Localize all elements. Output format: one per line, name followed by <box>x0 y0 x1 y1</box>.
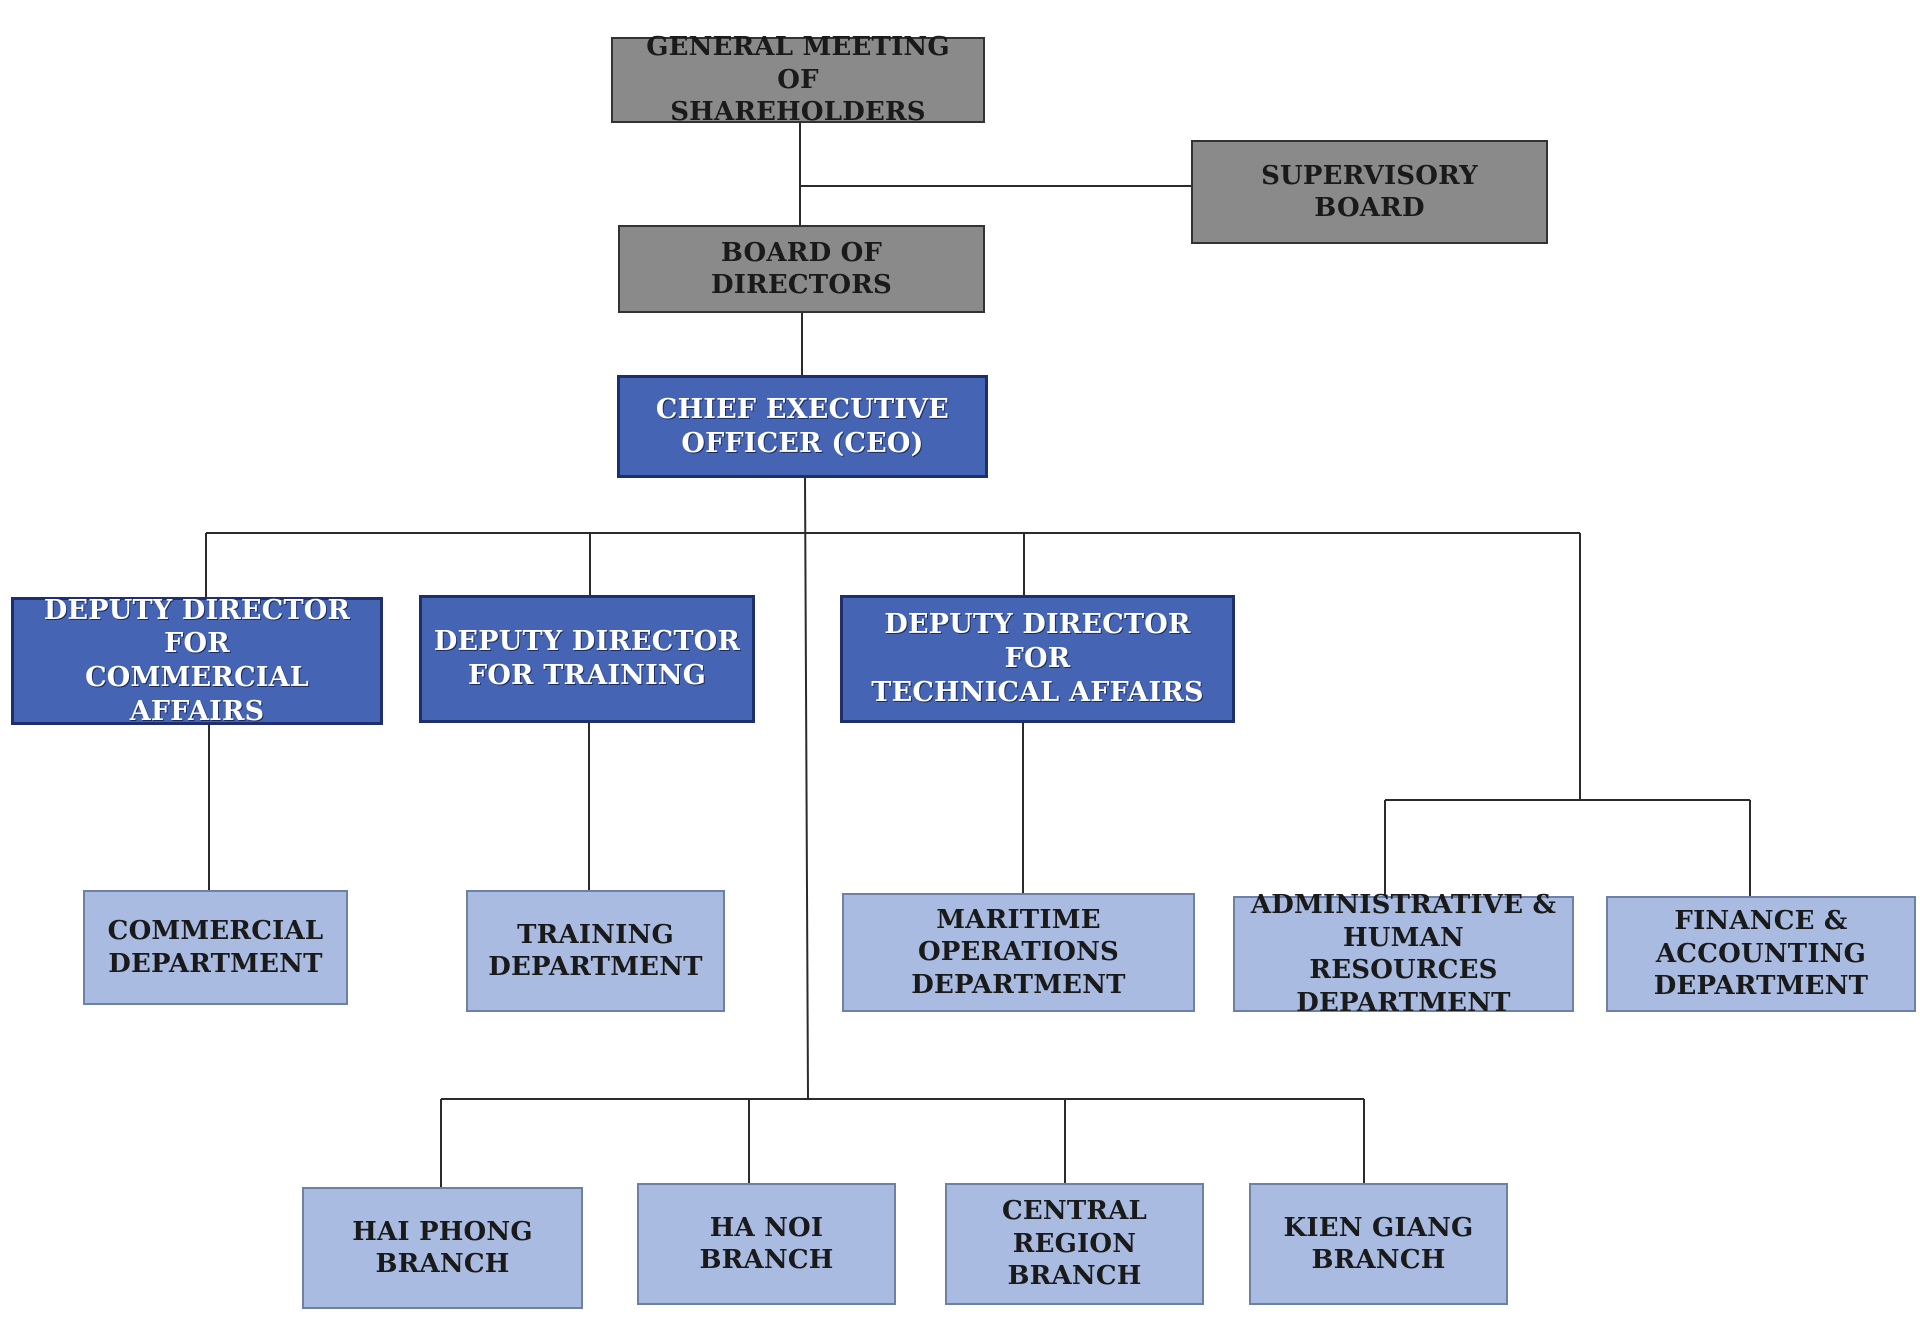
kien-giang-line-2: BRANCH <box>1311 1245 1446 1275</box>
ceo-line-2: OFFICER (CEO) <box>681 427 924 459</box>
commercial-department-line-2: DEPARTMENT <box>108 948 323 979</box>
central-region-branch-box: CENTRAL REGION BRANCH <box>945 1183 1204 1305</box>
finance-accounting-department-box: FINANCE & ACCOUNTING DEPARTMENT <box>1606 896 1916 1012</box>
board-of-directors-box: BOARD OF DIRECTORS <box>618 225 985 313</box>
ceo-line-1: CHIEF EXECUTIVE <box>655 393 950 425</box>
maritime-department-line-2: OPERATIONS <box>917 937 1120 968</box>
supervisory-board-box: SUPERVISORY BOARD <box>1191 140 1548 244</box>
deputy-commercial-line-1: DEPUTY DIRECTOR FOR <box>43 594 351 660</box>
training-department-box: TRAINING DEPARTMENT <box>466 890 725 1012</box>
deputy-technical-line-2: TECHNICAL AFFAIRS <box>871 676 1204 708</box>
general-meeting-line-1: GENERAL MEETING OF <box>646 32 950 95</box>
kien-giang-line-1: KIEN GIANG <box>1283 1212 1474 1243</box>
general-meeting-of-shareholders-box: GENERAL MEETING OF SHAREHOLDERS <box>611 32 985 127</box>
admin-hr-line-1: ADMINISTRATIVE & <box>1250 890 1557 920</box>
finance-line-1: FINANCE & <box>1674 906 1848 937</box>
ha-noi-line-2: BRANCH <box>699 1245 834 1275</box>
supervisory-board-line-1: SUPERVISORY BOARD <box>1261 160 1478 224</box>
training-department-line-2: DEPARTMENT <box>488 952 703 982</box>
finance-line-2: ACCOUNTING <box>1655 938 1867 969</box>
ha-noi-line-1: HA NOI <box>709 1212 824 1243</box>
maritime-department-line-3: DEPARTMENT <box>911 969 1126 1000</box>
deputy-training-line-2: FOR TRAINING <box>467 660 707 691</box>
training-department-line-1: TRAINING <box>517 919 674 950</box>
general-meeting-line-2: SHAREHOLDERS <box>670 97 926 128</box>
deputy-training-line-1: DEPUTY DIRECTOR <box>433 626 741 658</box>
board-of-directors-line-1: BOARD OF DIRECTORS <box>710 237 892 301</box>
admin-hr-line-2: HUMAN RESOURCES <box>1309 922 1498 986</box>
commercial-department-box: COMMERCIAL DEPARTMENT <box>83 890 348 1005</box>
hai-phong-line-1: HAI PHONG <box>352 1216 533 1247</box>
commercial-department-line-1: COMMERCIAL <box>107 916 324 946</box>
central-region-line-1: CENTRAL <box>1001 1196 1148 1227</box>
admin-hr-department-box: ADMINISTRATIVE & HUMAN RESOURCES DEPARTM… <box>1233 890 1574 1018</box>
ha-noi-branch-box: HA NOI BRANCH <box>637 1183 896 1305</box>
finance-line-3: DEPARTMENT <box>1653 971 1869 1002</box>
deputy-technical-line-1: DEPUTY DIRECTOR FOR <box>884 609 1191 675</box>
admin-hr-line-3: DEPARTMENT <box>1296 987 1511 1018</box>
deputy-director-commercial-box: DEPUTY DIRECTOR FOR COMMERCIAL AFFAIRS <box>11 594 383 727</box>
connector-ceo-trunk <box>804 477 809 1099</box>
hai-phong-branch-box: HAI PHONG BRANCH <box>302 1187 583 1309</box>
maritime-department-line-1: MARITIME <box>936 904 1101 935</box>
deputy-director-training-box: DEPUTY DIRECTOR FOR TRAINING <box>419 595 755 723</box>
deputy-commercial-line-2: COMMERCIAL AFFAIRS <box>85 662 309 727</box>
ceo-box: CHIEF EXECUTIVE OFFICER (CEO) <box>617 375 988 478</box>
maritime-operations-department-box: MARITIME OPERATIONS DEPARTMENT <box>842 893 1195 1012</box>
deputy-director-technical-box: DEPUTY DIRECTOR FOR TECHNICAL AFFAIRS <box>840 595 1235 723</box>
central-region-line-2: REGION BRANCH <box>1007 1228 1142 1292</box>
kien-giang-branch-box: KIEN GIANG BRANCH <box>1249 1183 1508 1305</box>
hai-phong-line-2: BRANCH <box>375 1249 510 1279</box>
